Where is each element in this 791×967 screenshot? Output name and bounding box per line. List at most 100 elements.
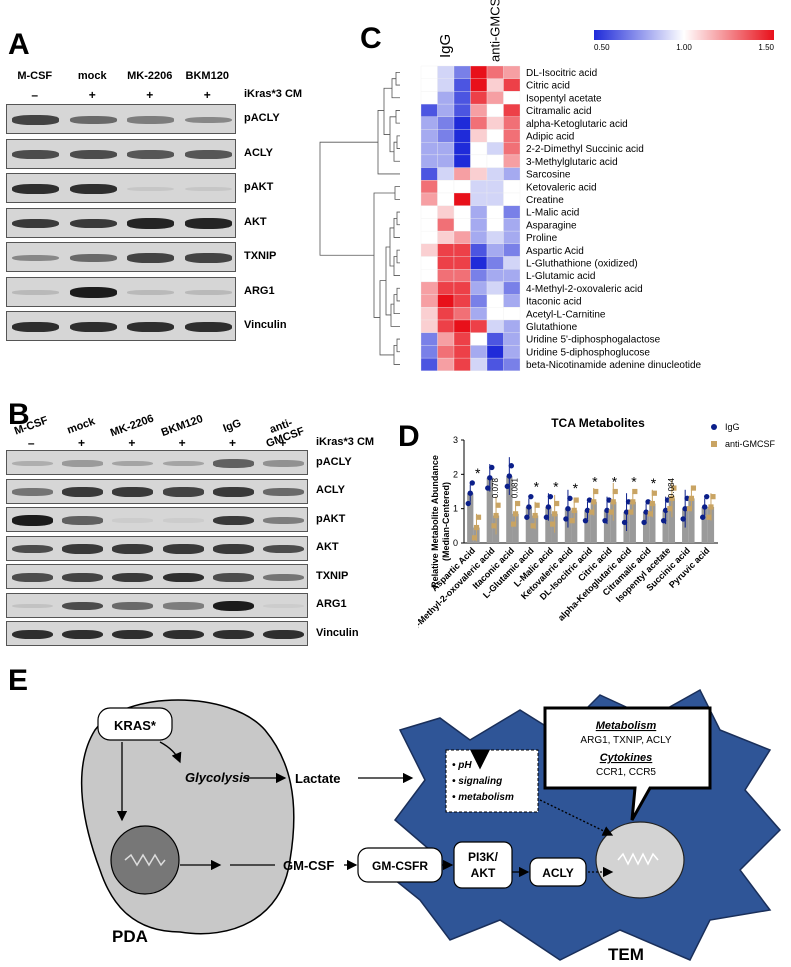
data-point [534,502,540,508]
pi3k-label: PI3K/ [468,850,499,864]
band [69,218,117,229]
data-point [690,485,697,491]
heatmap-cell [503,281,521,295]
lane-label: mock [77,70,107,82]
bar [603,510,611,543]
bar [525,506,532,543]
data-point [680,516,686,522]
band [12,289,60,296]
heatmap-cell [470,357,488,371]
bar [707,506,715,543]
data-point [586,497,593,503]
band [263,629,305,640]
heatmap-cell [420,103,438,117]
protein-label: AKT [316,541,339,553]
bar [642,512,650,543]
blot-strip [6,104,236,134]
panel-a-letter: A [8,28,30,61]
heatmap-cell [470,345,488,359]
column-label-igg: IgG [437,34,454,58]
heatmap-cell [486,357,504,371]
band [69,254,117,262]
panel-c-letter: C [360,22,382,55]
data-point [475,514,482,520]
heatmap-cell [453,332,471,346]
heatmap-cell [503,243,521,257]
bar [629,501,636,543]
treatment-sign: + [228,436,236,450]
treatment-label: iKras*3 CM [316,436,375,448]
signaling-label: • signaling [452,776,502,787]
band [12,184,60,194]
data-point [604,507,610,514]
protein-label: ACLY [244,146,273,159]
band [162,572,204,583]
heatmap-cell [453,281,471,295]
bar [590,501,597,543]
heatmap-cell [486,218,504,232]
band [11,573,53,582]
heatmap-cell [486,230,504,244]
heatmap-cell [470,307,488,321]
heatmap-cell [437,103,455,117]
heatmap-cell [470,332,488,346]
heatmap-cell [420,142,438,156]
metabolite-label: Sarcosine [526,170,571,181]
band [263,573,305,582]
bar [506,476,513,543]
heatmap-cell [503,269,521,283]
data-point [671,485,677,491]
blot-strip [6,311,236,341]
heatmap-cell [470,294,488,308]
band [263,516,305,525]
band [61,487,104,497]
band [263,603,305,609]
heatmap-cell [420,357,438,371]
band [69,322,117,332]
band [212,487,255,497]
treatment-sign: + [128,436,136,450]
color-scale-label: 0.50 [594,43,610,52]
heatmap-cell [420,243,438,257]
heatmap-cell [503,332,521,346]
band [127,186,175,192]
heatmap-cell [486,294,504,308]
callout-metabolism-text: ARG1, TXNIP, ACLY [580,735,671,746]
band [11,515,53,526]
blot-strip [6,138,236,169]
protein-label: pACLY [316,455,352,468]
dendrogram-branch [389,116,396,153]
ph-label: • pH [452,760,472,771]
data-point [465,500,471,507]
data-point [662,507,669,514]
heatmap-cell [453,319,471,333]
heatmap-cell [453,129,471,143]
data-point [651,490,657,496]
bar [512,513,519,543]
heatmap-cell [503,307,521,321]
heatmap-cell [437,205,455,219]
heatmap-cell [486,91,504,105]
data-point [565,505,571,512]
data-point [552,511,558,517]
panel-d-letter: D [398,420,420,453]
metabolite-label: Citric acid [526,81,570,92]
data-point [489,464,495,471]
band [127,218,175,229]
heatmap-cell [486,205,504,219]
legend-label: IgG [725,422,740,432]
data-point [543,514,550,520]
data-point [610,499,616,505]
heatmap-cell [437,256,455,270]
heatmap-cell [486,192,504,206]
band [12,150,60,159]
heatmap-cell [453,192,471,206]
heatmap-cell [470,129,488,143]
data-point [530,523,536,529]
data-point [645,499,651,505]
significance-star: * [592,473,598,489]
band [69,287,117,298]
data-point [506,473,513,479]
band [12,218,60,229]
heatmap-cell [503,103,521,117]
